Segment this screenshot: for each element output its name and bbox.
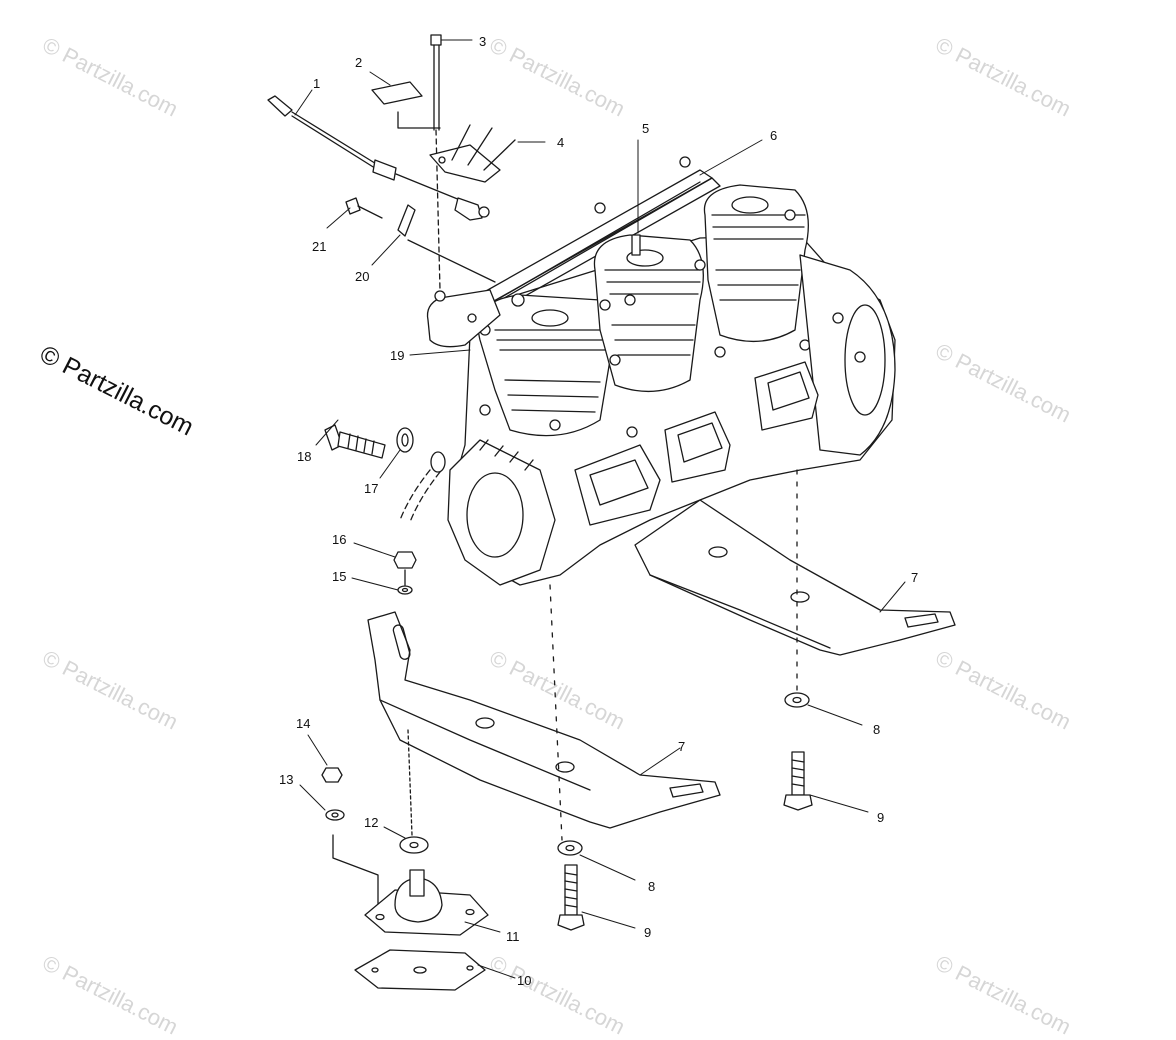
callout-8: 8 bbox=[873, 722, 880, 737]
part-bolt-9-left bbox=[557, 864, 585, 931]
callout-20: 20 bbox=[355, 269, 369, 284]
part-decal bbox=[371, 81, 441, 129]
callout-1: 1 bbox=[313, 76, 320, 91]
callout-19: 19 bbox=[390, 348, 404, 363]
callout-7: 7 bbox=[911, 570, 918, 585]
part-washer-8-right bbox=[784, 692, 810, 708]
callout-10: 10 bbox=[517, 973, 531, 988]
part-rubber-mount bbox=[364, 869, 489, 936]
callout-6: 6 bbox=[770, 128, 777, 143]
callout-16: 16 bbox=[332, 532, 346, 547]
part-screw bbox=[345, 197, 383, 219]
callout-7: 7 bbox=[678, 739, 685, 754]
callout-2: 2 bbox=[355, 55, 362, 70]
engine-mount-rear bbox=[634, 499, 956, 656]
alignment-lines bbox=[404, 469, 798, 841]
part-shim-plate bbox=[354, 949, 486, 991]
part-clip bbox=[397, 204, 496, 283]
callout-11: 11 bbox=[506, 929, 520, 944]
part-washer-12 bbox=[399, 729, 429, 854]
callout-3: 3 bbox=[479, 34, 486, 49]
part-cable bbox=[267, 95, 490, 221]
part-nut-lower bbox=[321, 767, 379, 921]
part-washer-8-left bbox=[557, 840, 583, 856]
part-ground-strap bbox=[399, 451, 446, 523]
part-washer bbox=[396, 427, 414, 453]
leader-lines bbox=[294, 39, 906, 979]
part-bolt-9-right bbox=[783, 751, 813, 811]
part-bracket bbox=[429, 124, 516, 183]
callout-13: 13 bbox=[279, 772, 293, 787]
callout-14: 14 bbox=[296, 716, 310, 731]
engine-block bbox=[426, 156, 896, 586]
part-nut-upper bbox=[393, 551, 417, 595]
engine-mount-front bbox=[367, 611, 721, 829]
callout-9: 9 bbox=[644, 925, 651, 940]
callout-15: 15 bbox=[332, 569, 346, 584]
callout-8: 8 bbox=[648, 879, 655, 894]
callout-17: 17 bbox=[364, 481, 378, 496]
callout-4: 4 bbox=[557, 135, 564, 150]
callout-12: 12 bbox=[364, 815, 378, 830]
callout-21: 21 bbox=[312, 239, 326, 254]
callout-9: 9 bbox=[877, 810, 884, 825]
callout-18: 18 bbox=[297, 449, 311, 464]
part-hex-bolt bbox=[324, 424, 386, 459]
callout-5: 5 bbox=[642, 121, 649, 136]
